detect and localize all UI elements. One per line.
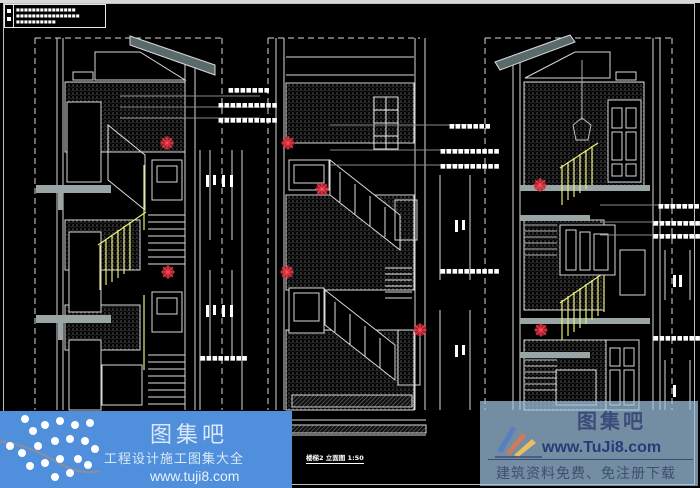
top-edge bbox=[0, 0, 700, 3]
middle-elevation bbox=[267, 37, 471, 436]
blossom-branch-icon bbox=[0, 415, 101, 481]
note-right-4: ■■■■■■■■■■ bbox=[653, 335, 700, 342]
watermark-divider bbox=[488, 459, 693, 460]
note-lower-left: ■■■■■■■■ bbox=[200, 355, 248, 362]
note-middle-1: ■■■■■■■ bbox=[449, 123, 491, 130]
dimension-labels bbox=[206, 175, 682, 397]
note-middle-2: ■■■■■■■■■■ bbox=[440, 148, 500, 155]
watermark-logo-right: 图集吧 bbox=[577, 409, 646, 433]
note-left-1: ■■■■■■■ bbox=[228, 87, 270, 94]
pencil-logo-icon bbox=[495, 426, 542, 458]
watermark-banner-left: 图集吧 工程设计施工图集大全 www.tuji8.com bbox=[0, 411, 292, 488]
note-middle-3: ■■■■■■■■■■ bbox=[440, 163, 500, 170]
watermark-banner-right: 图集吧 www.TuJi8.com 建筑资料免费、免注册下载 bbox=[480, 401, 698, 486]
drawing-border bbox=[3, 3, 695, 485]
note-left-2: ■■■■■■■■■■ bbox=[218, 102, 278, 109]
watermark-slogan-right: 建筑资料免费、免注册下载 bbox=[496, 466, 676, 482]
note-right-2: ■■■■■■■■■■ bbox=[653, 220, 700, 227]
note-left-3: ■■■■■■■■■■ bbox=[218, 117, 278, 124]
left-elevation bbox=[34, 35, 260, 411]
note-right-1: ■■■■■■■ bbox=[658, 203, 700, 210]
watermark-slogan-left: 工程设计施工图集大全 bbox=[104, 452, 245, 467]
watermark-url-left: www.tuji8.com bbox=[150, 468, 240, 484]
note-right-3: ■■■■■■■■■■ bbox=[653, 233, 700, 240]
drawing-title: 楼梯2 立面图 1:50 bbox=[306, 454, 364, 464]
note-middle-4: ■■■■■■■■■■ bbox=[440, 268, 500, 275]
left-markers bbox=[159, 135, 176, 280]
title-block-tab bbox=[5, 5, 14, 27]
watermark-url-right: www.TuJi8.com bbox=[542, 439, 662, 456]
title-block-text: ■■■■■■■■■■■■■■■ ■■■■■■■■■■■■■■■■ ■■■■■■■… bbox=[16, 7, 80, 24]
title-block: ■■■■■■■■■■■■■■■ ■■■■■■■■■■■■■■■■ ■■■■■■■… bbox=[4, 4, 106, 28]
watermark-logo-left: 图集吧 bbox=[150, 423, 229, 448]
